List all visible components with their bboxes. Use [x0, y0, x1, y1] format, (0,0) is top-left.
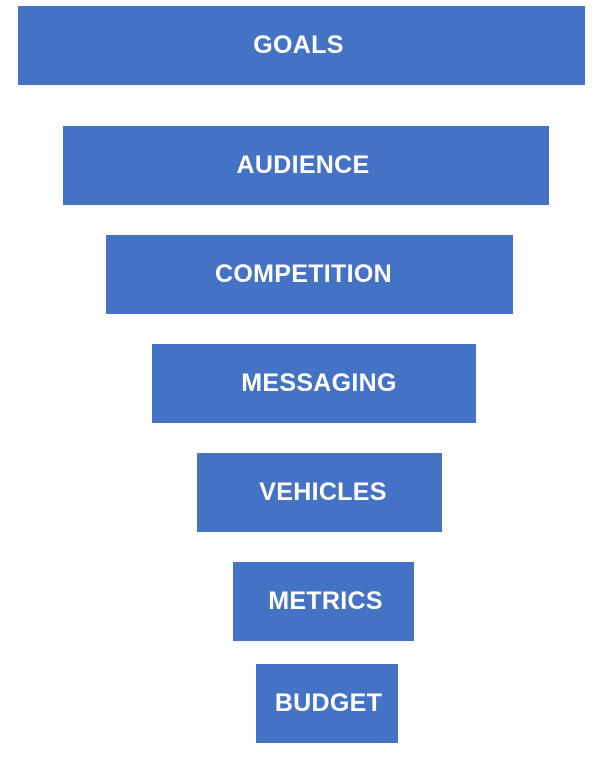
funnel-step-audience: AUDIENCE: [63, 126, 549, 205]
funnel-step-label: GOALS: [253, 31, 344, 59]
funnel-step-label: METRICS: [268, 587, 383, 615]
funnel-step-vehicles: VEHICLES: [197, 453, 442, 532]
funnel-step-label: AUDIENCE: [236, 151, 370, 179]
funnel-step-metrics: METRICS: [233, 562, 414, 641]
funnel-step-label: BUDGET: [274, 689, 383, 717]
funnel-step-competition: COMPETITION: [106, 235, 513, 314]
funnel-step-goals: GOALS: [18, 6, 585, 85]
funnel-step-label: MESSAGING: [241, 369, 397, 397]
funnel-step-label: COMPETITION: [215, 260, 392, 288]
funnel-step-label: VEHICLES: [259, 478, 387, 506]
funnel-step-messaging: MESSAGING: [152, 344, 476, 423]
funnel-step-budget: BUDGET: [256, 664, 398, 743]
